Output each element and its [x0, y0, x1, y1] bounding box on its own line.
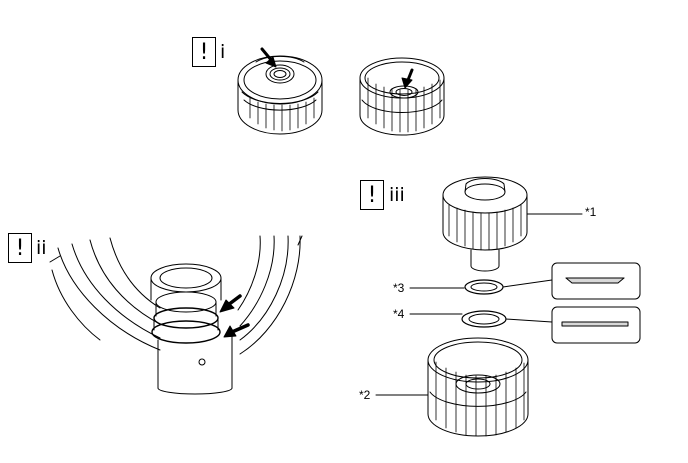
step-i-clutch-hub [237, 55, 323, 135]
callout-4: *4 [393, 307, 405, 321]
leader-4-detail [505, 318, 553, 323]
callout-1: *1 [585, 205, 597, 219]
step-ii-label: ii [36, 237, 47, 259]
step-iii-label: iii [389, 184, 405, 206]
detail-box-3 [551, 262, 641, 300]
step-ii-arrow-upper [219, 294, 242, 313]
step-i-mark: ! [192, 37, 216, 67]
step-ii-shaft [150, 263, 233, 395]
step-iii-part-2-clutch-drum [427, 337, 529, 437]
detail-box-4 [551, 306, 641, 344]
step-ii-drum-interior [49, 235, 303, 355]
callout-3: *3 [393, 281, 405, 295]
leader-3-detail [502, 279, 553, 288]
step-i-clutch-drum [359, 57, 445, 136]
step-i-arrow-right [401, 68, 414, 89]
step-iii-part-4-washer [461, 310, 507, 328]
callout-2: *2 [359, 388, 371, 402]
step-ii-arrow-lower [223, 323, 250, 338]
step-iii-part-3-washer [464, 279, 504, 295]
step-iii-part-1-clutch-hub [442, 176, 528, 272]
step-ii-mark: ! [8, 233, 32, 263]
step-iii-mark: ! [360, 180, 384, 210]
step-i-arrow-left [260, 47, 277, 68]
step-i-label: i [220, 41, 226, 63]
